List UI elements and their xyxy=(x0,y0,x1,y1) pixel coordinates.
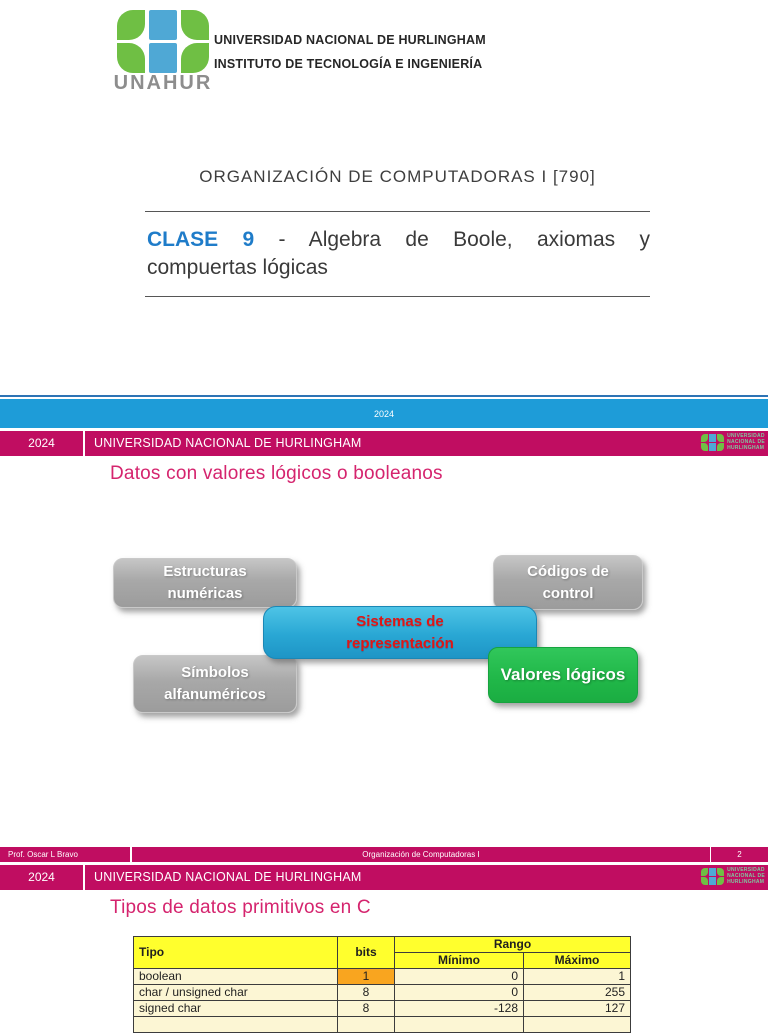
lecture-title: CLASE 9 - Algebra de Boole, axiomas y co… xyxy=(147,226,650,282)
divider-top xyxy=(145,211,650,212)
cell-min: -128 xyxy=(394,1000,524,1017)
box-label: alfanuméricos xyxy=(164,686,266,703)
diagram-box-codigos: Códigos de control xyxy=(493,555,643,610)
footer-course: Organización de Computadoras I xyxy=(362,850,480,859)
diagram-box-estructuras: Estructuras numéricas xyxy=(113,558,297,608)
institution-block: UNIVERSIDAD NACIONAL DE HURLINGHAM INSTI… xyxy=(214,28,486,76)
box-label: Sistemas de xyxy=(356,612,444,630)
slide1-footer-accent-line xyxy=(0,395,768,397)
table-row: char / unsigned char 8 0 255 xyxy=(133,984,631,1001)
box-label: representación xyxy=(346,634,454,652)
logo-leaf-icon xyxy=(181,43,209,73)
slide1-footer-bar: 2024 xyxy=(0,399,768,428)
slide2-header-bar: 2024 UNIVERSIDAD NACIONAL DE HURLINGHAM … xyxy=(0,431,768,456)
box-label: numéricas xyxy=(167,585,243,602)
lecture-label: CLASE 9 xyxy=(147,228,255,251)
table-row: signed char 8 -128 127 xyxy=(133,1000,631,1017)
column-header-maximo: Máximo xyxy=(523,952,631,969)
unahur-mini-logo-icon xyxy=(701,433,725,451)
column-header-minimo: Mínimo xyxy=(394,952,524,969)
slide3-heading: Tipos de datos primitivos en C xyxy=(110,897,371,918)
footer-separator xyxy=(709,847,711,862)
diagram-box-simbolos: Símbolos alfanuméricos xyxy=(133,655,297,713)
header-separator xyxy=(83,865,85,890)
logo-leaf-icon xyxy=(117,43,145,73)
cell-tipo: signed char xyxy=(133,1000,338,1017)
table-subheader-row: Mínimo Máximo xyxy=(134,952,631,969)
header-institution: UNIVERSIDAD NACIONAL DE HURLINGHAM xyxy=(94,436,362,450)
header-separator xyxy=(83,431,85,456)
column-header-tipo: Tipo xyxy=(133,936,338,969)
box-label: control xyxy=(542,584,594,602)
cell-max: 1 xyxy=(523,968,631,985)
logo-tile-icon xyxy=(149,43,177,73)
cell-tipo: boolean xyxy=(133,968,338,985)
box-label: Estructuras xyxy=(163,563,247,580)
divider-bottom xyxy=(145,296,650,297)
cell-bits-highlighted: 1 xyxy=(337,968,395,985)
course-title: ORGANIZACIÓN DE COMPUTADORAS I [790] xyxy=(199,167,596,186)
slide3-header-bar: 2024 UNIVERSIDAD NACIONAL DE HURLINGHAM … xyxy=(0,865,768,890)
header-year: 2024 xyxy=(28,436,55,450)
header-unahur-logo: UNIVERSIDAD NACIONAL DE HURLINGHAM xyxy=(701,433,765,451)
unahur-mini-logo-icon xyxy=(701,867,725,885)
logo-leaf-icon xyxy=(117,10,145,40)
table-header-row: Tipo bits Rango xyxy=(133,936,631,969)
column-header-bits: bits xyxy=(337,936,395,969)
cell-bits: 8 xyxy=(337,984,395,1001)
header-institution: UNIVERSIDAD NACIONAL DE HURLINGHAM xyxy=(94,870,362,884)
footer-separator xyxy=(130,847,132,862)
unahur-logo xyxy=(117,10,209,73)
table-row: boolean 1 0 1 xyxy=(133,968,631,985)
datatype-table: Tipo bits Rango Mínimo Máximo boolean 1 … xyxy=(133,936,631,1033)
cell-min: 0 xyxy=(394,984,524,1001)
cell-max: 127 xyxy=(523,1000,631,1017)
cell-min: 0 xyxy=(394,968,524,985)
lecture-title-rest: - Algebra de Boole, axiomas y xyxy=(254,228,650,251)
institute-name: INSTITUTO DE TECNOLOGÍA E INGENIERÍA xyxy=(214,57,483,71)
footer-author: Prof. Oscar L Bravo xyxy=(8,850,78,859)
diagram-box-sistemas: Sistemas de representación xyxy=(263,606,537,659)
column-header-rango: Rango xyxy=(394,936,631,953)
footer-page-number: 2 xyxy=(737,850,742,859)
header-unahur-logo: UNIVERSIDAD NACIONAL DE HURLINGHAM xyxy=(701,867,765,885)
box-label: Valores lógicos xyxy=(500,665,626,684)
footer-year: 2024 xyxy=(373,408,395,419)
header-logo-text: UNIVERSIDAD NACIONAL DE HURLINGHAM xyxy=(727,433,765,451)
slide2-footer-bar: Prof. Oscar L Bravo Organización de Comp… xyxy=(0,847,768,862)
logo-brand-text: UNAHUR xyxy=(113,72,213,94)
lecture-title-line2: compuertas lógicas xyxy=(147,256,328,279)
slide2-heading: Datos con valores lógicos o booleanos xyxy=(110,463,443,484)
table-row-clipped xyxy=(133,1016,631,1033)
institution-name: UNIVERSIDAD NACIONAL DE HURLINGHAM xyxy=(214,33,486,47)
logo-leaf-icon xyxy=(181,10,209,40)
logo-tile-icon xyxy=(149,10,177,40)
cell-bits: 8 xyxy=(337,1000,395,1017)
header-year: 2024 xyxy=(28,870,55,884)
cell-max: 255 xyxy=(523,984,631,1001)
lecture-title-line1: CLASE 9 - Algebra de Boole, axiomas y xyxy=(147,226,650,254)
diagram-box-valores: Valores lógicos xyxy=(488,647,638,703)
header-logo-text: UNIVERSIDAD NACIONAL DE HURLINGHAM xyxy=(727,867,765,885)
box-label: Códigos de xyxy=(527,562,609,580)
cell-tipo: char / unsigned char xyxy=(133,984,338,1001)
box-label: Símbolos xyxy=(181,664,249,681)
